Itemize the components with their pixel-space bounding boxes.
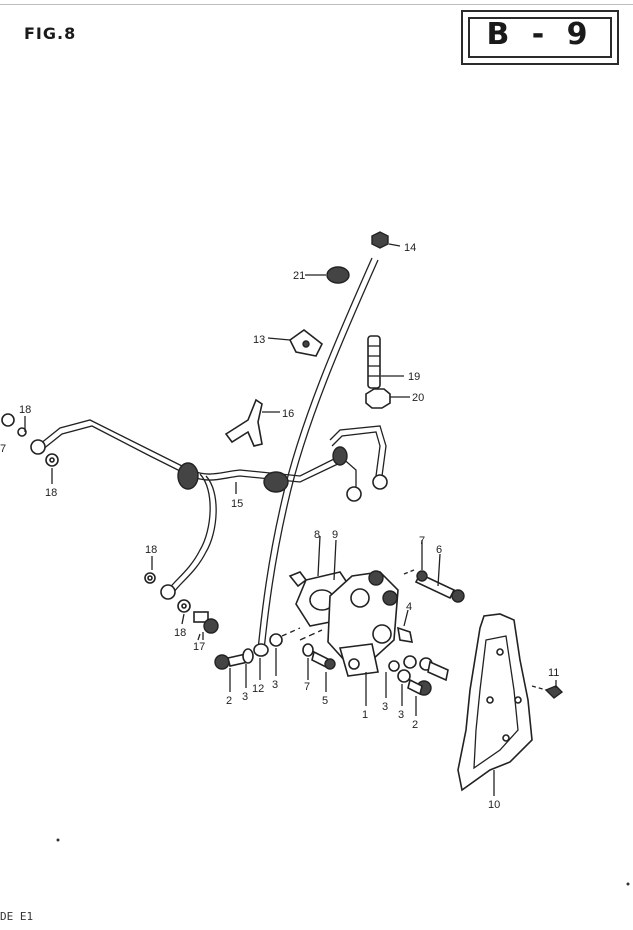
nut-14 xyxy=(371,231,401,249)
callout-12: 12 xyxy=(252,683,264,695)
callout-2-left: 2 xyxy=(226,695,232,707)
clamp-13 xyxy=(267,329,324,357)
callout-2-right: 2 xyxy=(412,719,418,731)
callout-16: 16 xyxy=(282,408,294,420)
callout-7-bottom: 7 xyxy=(304,681,310,693)
pump-cover-10 xyxy=(457,613,564,792)
nut-20 xyxy=(365,388,410,409)
callout-1: 1 xyxy=(362,709,368,721)
oil-pump-body xyxy=(288,570,399,677)
bolts-left-2-3 xyxy=(214,627,301,670)
callout-20: 20 xyxy=(412,392,424,404)
callout-13: 13 xyxy=(253,334,265,346)
callout-3-mid: 3 xyxy=(272,679,278,691)
bracket-16 xyxy=(224,398,280,447)
page-top-rule xyxy=(0,4,633,5)
figure-code: B - 9 xyxy=(486,17,594,52)
callout-3-right-b: 3 xyxy=(398,709,404,721)
stud-bolt-19 xyxy=(367,335,404,389)
footer-code: DE E1 xyxy=(0,910,34,923)
figure-label: FIG.8 xyxy=(24,24,77,43)
callout-11: 11 xyxy=(548,667,559,679)
leader-lines xyxy=(24,416,557,796)
callout-7-left: 7 xyxy=(0,443,6,455)
bolt-6 xyxy=(403,569,465,603)
figure-code-inner-frame xyxy=(468,17,612,58)
callout-6: 6 xyxy=(436,544,442,556)
bolt-4 xyxy=(396,626,414,643)
figure-code-box: B - 9 xyxy=(461,10,619,65)
callout-5: 5 xyxy=(322,695,328,707)
callout-10: 10 xyxy=(488,799,500,811)
bolts-7-5 xyxy=(302,643,336,670)
callout-3-left: 3 xyxy=(242,691,248,703)
speck xyxy=(626,882,630,886)
callout-18-mid: 18 xyxy=(145,544,157,556)
bolts-right-2-3 xyxy=(388,655,449,696)
callout-4: 4 xyxy=(406,601,412,613)
callout-8: 8 xyxy=(314,529,320,541)
callout-21: 21 xyxy=(293,270,305,282)
callout-9: 9 xyxy=(332,529,338,541)
callout-3-right-a: 3 xyxy=(382,701,388,713)
callout-7-right: 7 xyxy=(419,535,425,547)
grommet-21 xyxy=(305,266,350,284)
callout-15: 15 xyxy=(231,498,243,510)
union-bolt-17 xyxy=(193,611,219,640)
callout-18-left: 18 xyxy=(45,487,57,499)
callout-18-low: 18 xyxy=(174,627,186,639)
callout-17: 17 xyxy=(193,641,205,653)
oil-pipe-assembly-15 xyxy=(1,413,388,600)
callout-19: 19 xyxy=(408,371,420,383)
callout-18-top: 18 xyxy=(19,404,31,416)
speck xyxy=(56,838,60,842)
washers-18 xyxy=(45,453,191,613)
callout-14: 14 xyxy=(404,242,416,254)
